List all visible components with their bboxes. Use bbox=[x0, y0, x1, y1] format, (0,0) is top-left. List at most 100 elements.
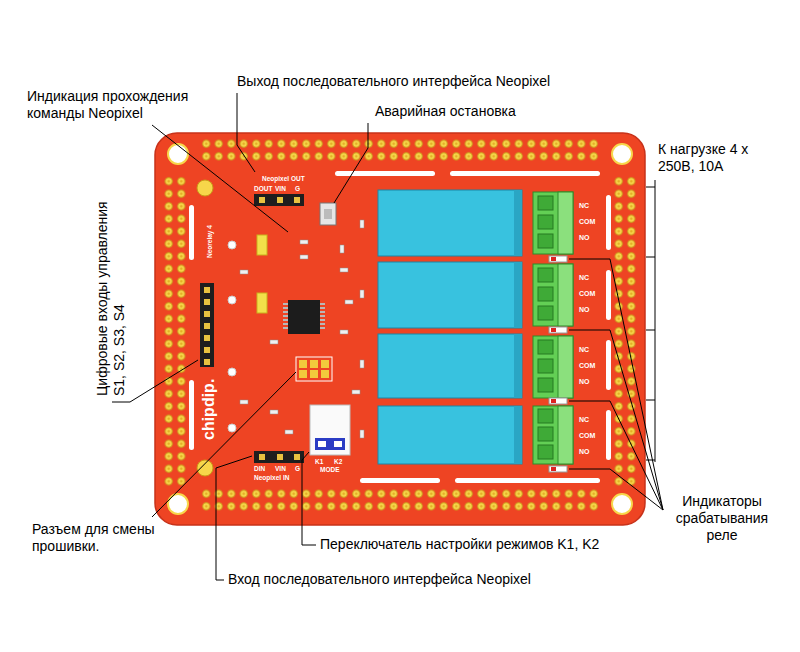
leader-line bbox=[569, 330, 663, 510]
relay-led bbox=[551, 328, 556, 332]
pin-header bbox=[200, 283, 214, 367]
board-slot bbox=[360, 478, 440, 483]
leader-line bbox=[646, 187, 655, 188]
microchip bbox=[283, 327, 288, 329]
mode-switch bbox=[318, 441, 326, 447]
microchip bbox=[320, 327, 325, 329]
silkscreen-label: NO bbox=[579, 448, 590, 456]
mounting-hole bbox=[197, 180, 213, 196]
smd-component bbox=[345, 300, 353, 304]
microchip bbox=[283, 303, 288, 305]
terminal-block bbox=[558, 192, 573, 254]
relay-led bbox=[549, 327, 567, 333]
terminal-block bbox=[538, 378, 553, 392]
leader-line bbox=[646, 460, 655, 461]
terminal-block bbox=[533, 406, 573, 464]
terminal-block bbox=[538, 445, 553, 459]
leader-line bbox=[152, 372, 296, 517]
microchip bbox=[320, 315, 325, 317]
mounting-hole bbox=[612, 144, 632, 164]
terminal-block bbox=[538, 340, 553, 354]
relay-led bbox=[551, 257, 556, 261]
test-pad bbox=[228, 424, 236, 432]
microchip bbox=[283, 319, 288, 321]
silkscreen-label: COM bbox=[579, 218, 595, 226]
smd-component bbox=[340, 245, 344, 253]
mounting-hole bbox=[612, 494, 632, 514]
capacitor bbox=[257, 235, 267, 313]
pin-header bbox=[254, 451, 304, 463]
board-slot bbox=[455, 478, 600, 483]
terminal-block bbox=[538, 359, 553, 373]
callout-label: Разъем для смены прошивки. bbox=[32, 521, 162, 555]
silkscreen-label: MODE bbox=[320, 466, 340, 474]
silkscreen-label: COM bbox=[579, 362, 595, 370]
programming-connector bbox=[299, 370, 307, 378]
callout-label: Индикация прохождения команды Neopixel bbox=[27, 88, 217, 122]
microchip bbox=[283, 303, 325, 329]
leader-line bbox=[569, 401, 663, 510]
mode-switch bbox=[310, 405, 350, 455]
smd-component bbox=[300, 255, 308, 259]
terminal-block bbox=[538, 196, 553, 210]
silkscreen-label: chipdip. bbox=[199, 379, 218, 440]
pin-header bbox=[204, 335, 210, 341]
pin-header bbox=[259, 197, 265, 203]
pcb-board bbox=[163, 175, 188, 488]
board-slot bbox=[606, 195, 611, 250]
terminal-block bbox=[538, 427, 553, 441]
relay-led bbox=[551, 467, 556, 471]
programming-connector bbox=[299, 360, 307, 368]
pin-header bbox=[204, 359, 210, 365]
leader-line bbox=[237, 93, 255, 172]
programming-connector bbox=[296, 357, 332, 381]
pin-header bbox=[254, 194, 304, 206]
capacitor bbox=[257, 235, 267, 255]
callout-label: Переключатель настройки режимов K1, K2 bbox=[320, 536, 599, 553]
terminal-block bbox=[558, 336, 573, 398]
microchip bbox=[320, 323, 325, 325]
relay bbox=[514, 262, 522, 328]
silkscreen-label: Neopixel OUT bbox=[262, 175, 305, 183]
smd-component bbox=[270, 340, 278, 344]
mounting-hole bbox=[168, 144, 632, 514]
silkscreen-label: G bbox=[295, 185, 300, 193]
pin-header bbox=[204, 287, 210, 365]
relay bbox=[378, 190, 522, 464]
board-slot bbox=[335, 171, 435, 176]
pin-header bbox=[204, 347, 210, 353]
smd-component bbox=[270, 410, 278, 414]
stop-button bbox=[320, 203, 336, 225]
smd-component bbox=[285, 430, 293, 434]
stop-button bbox=[324, 209, 332, 219]
pin-header bbox=[204, 323, 210, 329]
leader-line bbox=[112, 93, 663, 580]
mode-switch bbox=[334, 441, 342, 447]
smd-component bbox=[300, 240, 308, 244]
relay-led bbox=[551, 399, 556, 403]
leader-line bbox=[655, 180, 656, 462]
leader-line bbox=[646, 257, 655, 258]
leader-line bbox=[646, 400, 655, 401]
mode-switch bbox=[315, 438, 345, 450]
mounting-hole bbox=[197, 460, 213, 476]
terminal-block bbox=[538, 409, 553, 423]
smd-component bbox=[360, 360, 364, 368]
microchip bbox=[288, 300, 320, 334]
mounting-hole bbox=[168, 494, 188, 514]
callout-label: Аварийная остановка bbox=[375, 103, 516, 120]
relay bbox=[378, 262, 522, 328]
smd-component bbox=[240, 220, 364, 438]
board-slot bbox=[189, 171, 611, 483]
silkscreen-label: NC bbox=[579, 202, 589, 210]
pin-header bbox=[277, 197, 283, 203]
leader-line bbox=[569, 259, 663, 510]
terminal-block bbox=[538, 215, 553, 229]
microchip bbox=[283, 300, 325, 334]
mounting-hole bbox=[168, 144, 188, 164]
board-slot bbox=[189, 380, 194, 450]
silkscreen-label: NC bbox=[579, 346, 589, 354]
silkscreen-label: Neorelay 4 bbox=[206, 225, 214, 258]
pin-header bbox=[259, 454, 265, 460]
board-slot bbox=[606, 270, 611, 320]
